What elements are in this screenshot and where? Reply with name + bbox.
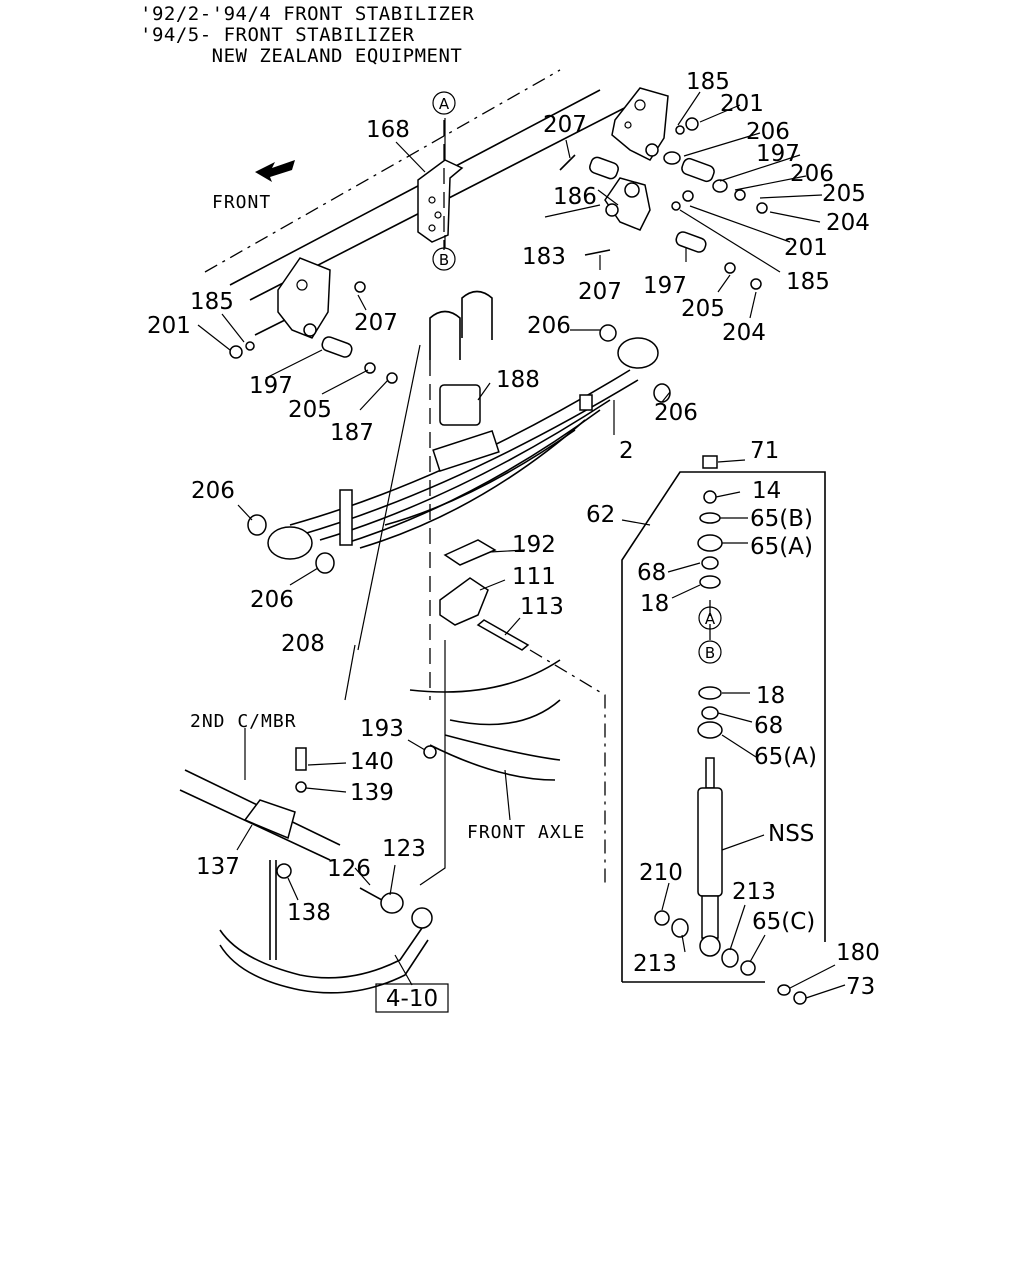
part-number: 205 xyxy=(681,296,725,322)
part-number: 73 xyxy=(846,974,875,1000)
bracket-168 xyxy=(417,120,464,250)
part-number: 197 xyxy=(643,273,687,299)
label-front-axle: FRONT AXLE xyxy=(467,822,585,843)
header-line-2: '94/5- FRONT STABILIZER xyxy=(140,24,415,46)
part-number: 201 xyxy=(784,235,828,261)
part-number: 206 xyxy=(746,119,790,145)
part-number: 186 xyxy=(553,184,597,210)
stabilizer-assembly xyxy=(179,747,433,994)
shock-absorber-nss xyxy=(654,757,807,1005)
part-number: 185 xyxy=(190,289,234,315)
part-number: 205 xyxy=(822,181,866,207)
part-number: 62 xyxy=(586,502,615,528)
part-number: 126 xyxy=(327,856,371,882)
part-number: 140 xyxy=(350,749,394,775)
callout-circles: A B A B xyxy=(432,91,722,664)
label-2nd-cmbr: 2ND C/MBR xyxy=(190,711,297,732)
part-number: 206 xyxy=(250,587,294,613)
shackle-183 xyxy=(559,154,715,256)
part-number: 205 xyxy=(288,397,332,423)
part-number: 168 xyxy=(366,117,410,143)
shock-mount-stack xyxy=(697,455,723,739)
part-number: 18 xyxy=(640,591,669,617)
part-number: 123 xyxy=(382,836,426,862)
part-number: 210 xyxy=(639,860,683,886)
part-number: 213 xyxy=(633,951,677,977)
part-number: 206 xyxy=(654,400,698,426)
part-numbers: 185 201 207 206 197 206 205 168 186 204 … xyxy=(147,69,880,1000)
callout-b-shock: B xyxy=(705,644,715,662)
part-number: 2 xyxy=(619,438,634,464)
leader-lines xyxy=(197,91,846,999)
part-number: 180 xyxy=(836,940,880,966)
part-number: 201 xyxy=(147,313,191,339)
part-number: 183 xyxy=(522,244,566,270)
part-number: 207 xyxy=(578,279,622,305)
part-number: 65(C) xyxy=(752,909,815,935)
part-number: 192 xyxy=(512,532,556,558)
part-number: 188 xyxy=(496,367,540,393)
part-number: 18 xyxy=(756,683,785,709)
part-number: 197 xyxy=(249,373,293,399)
part-number: 139 xyxy=(350,780,394,806)
part-number: 206 xyxy=(790,161,834,187)
part-number: 14 xyxy=(752,478,781,504)
callout-a-top: A xyxy=(439,95,450,113)
part-number: 138 xyxy=(287,900,331,926)
part-number: 113 xyxy=(520,594,564,620)
part-number: 65(A) xyxy=(754,744,817,770)
header-line-1: '92/2-'94/4 FRONT STABILIZER xyxy=(140,3,475,25)
part-number: 71 xyxy=(750,438,779,464)
part-number: 187 xyxy=(330,420,374,446)
lower-plate-parts xyxy=(439,539,530,651)
ref-box-frame xyxy=(375,983,449,1013)
part-number: 213 xyxy=(732,879,776,905)
ref-box-label: 4-10 xyxy=(386,986,438,1012)
callout-b-top: B xyxy=(439,251,449,269)
front-arrow-icon xyxy=(255,160,295,182)
shock-bracket-62 xyxy=(621,471,826,983)
fasteners-right xyxy=(663,117,768,290)
part-number: 206 xyxy=(191,478,235,504)
part-number: 201 xyxy=(720,91,764,117)
part-number: 68 xyxy=(754,713,783,739)
leaf-spring-2 xyxy=(247,324,671,574)
part-number: 207 xyxy=(543,112,587,138)
part-number: 208 xyxy=(281,631,325,657)
u-bolts xyxy=(429,290,493,700)
part-number: 137 xyxy=(196,854,240,880)
part-number: 111 xyxy=(512,564,556,590)
part-number: 197 xyxy=(756,141,800,167)
part-number: 185 xyxy=(786,269,830,295)
label-front: FRONT xyxy=(212,192,271,213)
header-block: '92/2-'94/4 FRONT STABILIZER '94/5- FRON… xyxy=(140,4,660,67)
part-number: 193 xyxy=(360,716,404,742)
label-nss: NSS xyxy=(768,821,814,847)
part-number: 185 xyxy=(686,69,730,95)
part-number: 65(A) xyxy=(750,534,813,560)
header-line-3: NEW ZEALAND EQUIPMENT xyxy=(140,45,463,67)
part-number: 204 xyxy=(826,210,870,236)
hanger-bracket-left xyxy=(229,257,398,384)
callout-a-shock: A xyxy=(705,610,716,628)
part-number: 206 xyxy=(527,313,571,339)
front-axle-area xyxy=(409,649,606,885)
part-number: 65(B) xyxy=(750,506,813,532)
hanger-bracket-right xyxy=(611,87,669,161)
part-number: 207 xyxy=(354,310,398,336)
part-number: 68 xyxy=(637,560,666,586)
part-number: 204 xyxy=(722,320,766,346)
